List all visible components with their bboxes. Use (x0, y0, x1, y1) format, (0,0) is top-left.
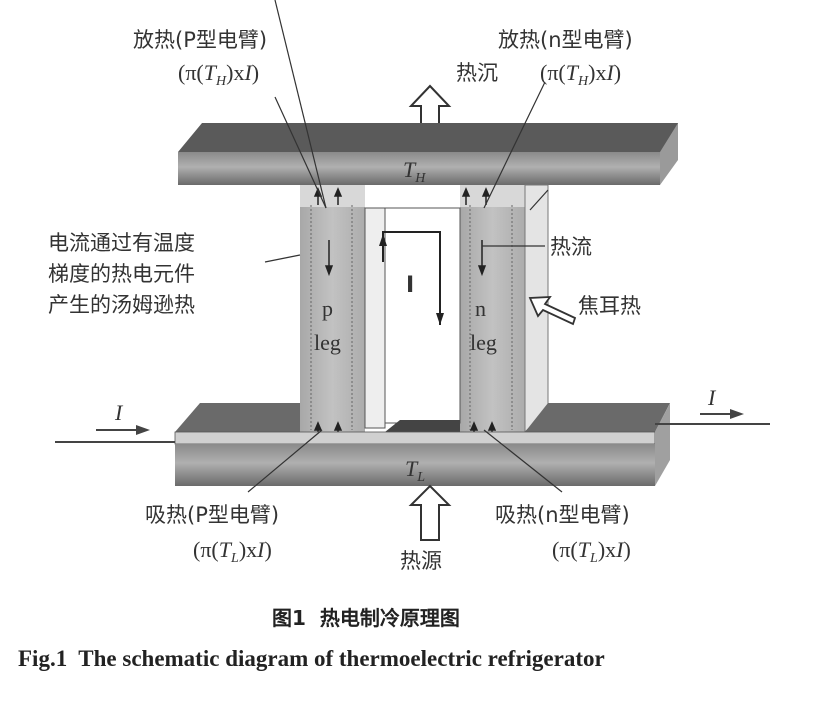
input-wire (55, 425, 175, 443)
p-leg-label-2: leg (314, 330, 341, 355)
formula-bot-n: (π(TL)xI) (552, 537, 631, 566)
formula-bot-p: (π(TL)xI) (193, 537, 272, 566)
release-heat-p-label: 放热(P型电臂) (133, 28, 267, 52)
n-leg-label-1: n (475, 296, 486, 321)
inner-current-loop (379, 207, 461, 424)
p-leg (300, 185, 386, 435)
hot-side-bar (178, 123, 678, 185)
heat-sink-label: 热沉 (456, 61, 498, 85)
caption-english: Fig.1 The schematic diagram of thermoele… (18, 646, 605, 671)
n-leg-label-2: leg (470, 330, 497, 355)
thomson-heat-line2: 梯度的热电元件 (48, 262, 195, 286)
heat-source-arrow (408, 484, 452, 541)
joule-heat-label: 焦耳热 (578, 294, 641, 318)
caption-chinese: 图1 热电制冷原理图 (272, 606, 460, 630)
p-leg-label-1: p (322, 296, 333, 321)
output-current-label: I (707, 385, 717, 410)
inner-current-label: I (406, 273, 414, 298)
heat-source-label: 热源 (400, 549, 442, 573)
absorb-heat-n-label: 吸热(n型电臂) (495, 503, 630, 527)
hot-temperature-label: TH (403, 157, 426, 186)
peltier-heat-arrows (313, 187, 497, 440)
absorb-heat-p-label: 吸热(P型电臂) (145, 503, 279, 527)
cold-side-bar (174, 403, 670, 486)
formula-top-n: (π(TH)xI) (540, 60, 621, 89)
output-wire (655, 409, 770, 425)
n-leg (460, 184, 549, 435)
formula-top-p: (π(TH)xI) (178, 60, 259, 89)
thomson-heat-line1: 电流通过有温度 (48, 231, 195, 255)
joule-heat-arrow (528, 296, 577, 326)
leader-lines (247, 0, 563, 493)
thomson-heat-line3: 产生的汤姆逊热 (48, 293, 195, 317)
heat-flow-label: 热流 (550, 235, 592, 259)
release-heat-n-label: 放热(n型电臂) (498, 28, 633, 52)
input-current-label: I (114, 400, 124, 425)
cold-temperature-label: TL (405, 456, 425, 485)
